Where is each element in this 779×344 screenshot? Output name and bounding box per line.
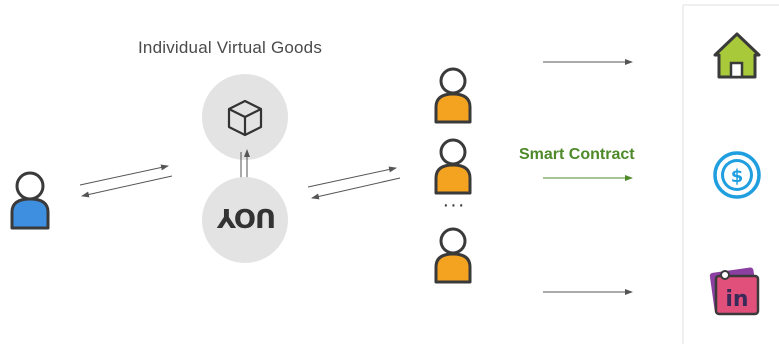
user-icon bbox=[10, 171, 50, 230]
svg-text:in: in bbox=[725, 287, 748, 312]
ticket-icon: in bbox=[709, 267, 760, 316]
platform-node bbox=[202, 177, 288, 263]
user-icon bbox=[434, 227, 472, 284]
diagram-title: Individual Virtual Goods bbox=[138, 38, 323, 57]
buyers-to-platform-arrow bbox=[311, 177, 401, 200]
platform-logo: YOU bbox=[208, 202, 284, 232]
user-icon bbox=[434, 67, 472, 124]
dollar-coin-icon: $ bbox=[713, 151, 761, 199]
platform-to-user-arrow bbox=[81, 175, 173, 198]
platform-to-buyers-arrow bbox=[307, 166, 397, 188]
ellipsis: ··· bbox=[442, 194, 466, 216]
user-icon bbox=[434, 138, 472, 195]
user-to-platform-arrow bbox=[79, 164, 169, 186]
smart-contract-label: Smart Contract bbox=[519, 146, 635, 163]
svg-text:$: $ bbox=[731, 166, 744, 187]
box-icon bbox=[227, 99, 263, 137]
house-icon bbox=[713, 32, 761, 79]
platform-logo-text: YOU bbox=[216, 202, 276, 232]
virtual-goods-node bbox=[202, 74, 288, 160]
